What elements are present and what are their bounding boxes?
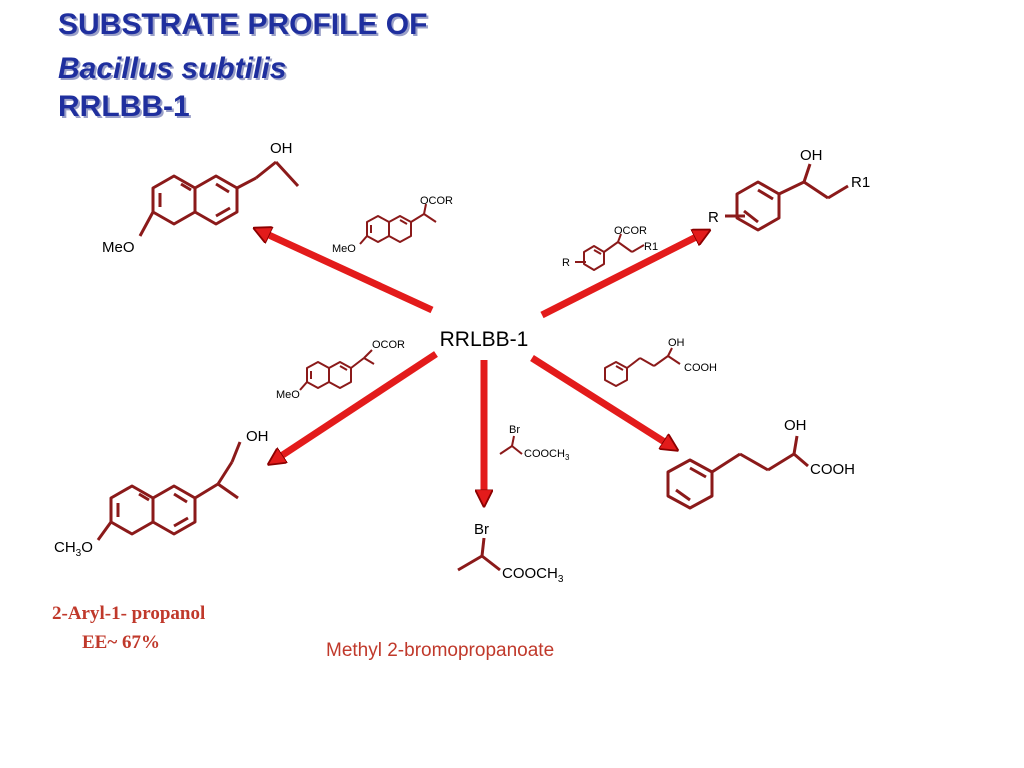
oh-label: OH — [270, 140, 293, 157]
caption-aryl-propanol: 2-Aryl-1- propanol — [52, 603, 205, 624]
ocor-label: OCOR — [614, 225, 647, 237]
reaction-arrows — [258, 230, 706, 502]
r-label: R — [708, 209, 719, 226]
r1-label: R1 — [644, 241, 658, 253]
substrate-hydroxy-acid-small: OH COOH — [604, 337, 717, 387]
arrow-to-hydroxy-acid — [530, 355, 674, 448]
center-label: RRLBB-1 — [440, 328, 529, 351]
arrow-to-naphthyl-ethanol — [258, 230, 434, 314]
substrate-bromo-ester-small: Br COOCH3 — [499, 424, 570, 462]
oh-label: OH — [784, 417, 807, 434]
cooh-label: COOH — [684, 362, 717, 374]
caption-ee-value: EE~ 67% — [82, 632, 160, 653]
product-aryl-alcohol: OH R1 R — [708, 147, 870, 232]
product-hydroxy-acid: OH COOH — [666, 417, 855, 510]
meo-label: MeO — [102, 239, 135, 256]
r1-label: R1 — [851, 174, 870, 191]
substrate-naphthyl-ester-left: OCOR MeO — [276, 339, 405, 401]
ester-label: COOCH3 — [524, 448, 570, 462]
substrate-aryl-ester: OCOR R1 R — [562, 225, 658, 271]
oh-label: OH — [246, 428, 269, 445]
oh-label: OH — [800, 147, 823, 164]
br-label: Br — [509, 424, 520, 436]
product-bromo-ester: Br COOCH3 — [457, 521, 564, 585]
meo-label: MeO — [276, 389, 300, 401]
cooh-label: COOH — [810, 461, 855, 478]
ch3o-label: CH3O — [54, 539, 93, 559]
caption-methyl-bromopropanoate: Methyl 2-bromopropanoate — [326, 640, 554, 661]
meo-label: MeO — [332, 243, 356, 255]
title-line-1: SUBSTRATE PROFILE OF — [58, 8, 428, 41]
title-line-3-strain: RRLBB-1 — [58, 90, 190, 123]
ocor-label: OCOR — [372, 339, 405, 351]
substrate-naphthyl-ester-top: OCOR MeO — [332, 195, 453, 255]
arrow-to-aryl-propanol — [272, 351, 438, 462]
ocor-label: OCOR — [420, 195, 453, 207]
title-line-2-organism: Bacillus subtilis — [58, 52, 287, 85]
product-naphthyl-ethanol: OH MeO — [102, 140, 300, 256]
arrow-to-aryl-alcohol — [540, 232, 706, 319]
ester-label: COOCH3 — [502, 565, 564, 585]
oh-label: OH — [668, 337, 685, 349]
br-label: Br — [474, 521, 489, 538]
r-label: R — [562, 257, 570, 269]
product-aryl-propanol: OH CH3O — [54, 428, 269, 559]
